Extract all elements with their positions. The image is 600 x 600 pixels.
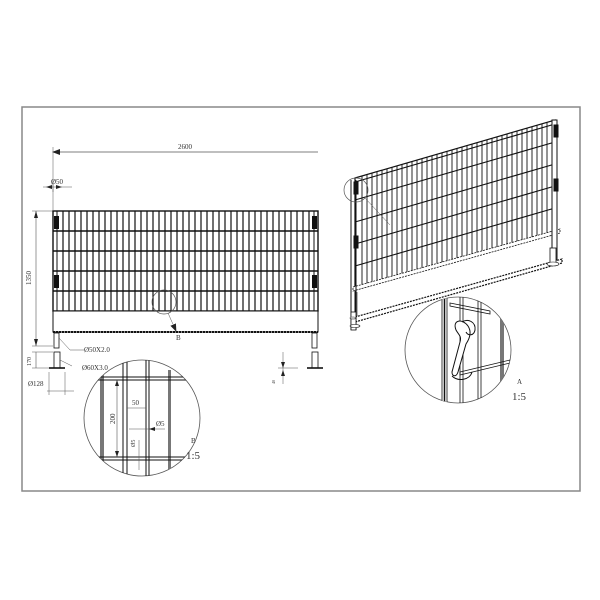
mesh-height-label: 200	[109, 413, 117, 424]
width-dimension: 2600	[178, 143, 193, 151]
detail-b-callout: B	[176, 334, 181, 342]
detail-b-scale: 1:5	[186, 450, 201, 462]
detail-a-title: A	[517, 378, 522, 386]
detail-a-scale: 1:5	[512, 391, 527, 403]
front-view: 2600 Ø50 1350	[25, 143, 323, 395]
detail-a: A 1:5	[404, 296, 527, 404]
wire-diameter-label: Ø50	[51, 178, 64, 186]
detail-b-title: B	[191, 437, 196, 445]
lower-post-label: Ø60X3.0	[82, 364, 108, 372]
ground-offset-label: 40	[271, 380, 276, 384]
foot-height-label: 170	[27, 357, 33, 366]
isometric-view	[343, 119, 563, 331]
height-dimension: 1350	[25, 271, 33, 286]
wire-label: Ø5	[156, 420, 165, 428]
detail-b: 200 50 Ø5 Ø5 B 1:5	[83, 359, 201, 477]
upper-post-label: Ø50X2.0	[84, 346, 110, 354]
foot-diameter-label: Ø128	[28, 380, 44, 388]
wire-label-vertical: Ø5	[131, 440, 137, 447]
mesh-width-label: 50	[132, 399, 140, 407]
drawing-frame	[21, 106, 581, 492]
